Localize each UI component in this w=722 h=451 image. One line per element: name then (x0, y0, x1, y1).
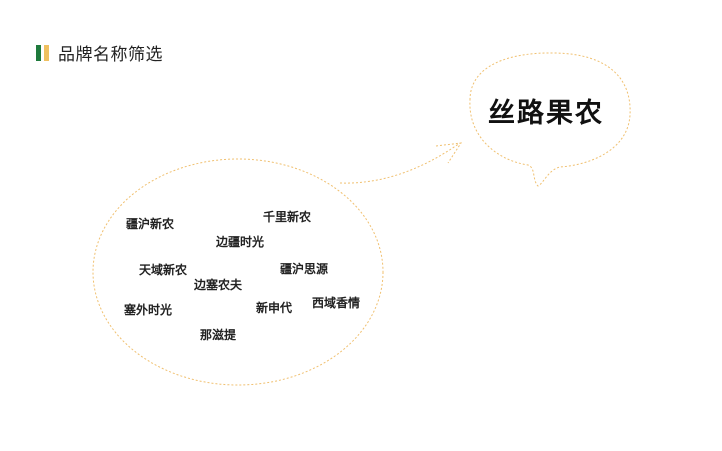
candidate-name: 边塞农夫 (194, 278, 243, 292)
selected-brand-name: 丝路果农 (488, 98, 604, 129)
accent-bar-yellow (44, 44, 49, 61)
candidate-name: 千里新农 (263, 210, 312, 224)
candidate-name: 疆沪思源 (280, 262, 329, 276)
candidate-name: 边疆时光 (216, 235, 265, 249)
arrow-head (435, 142, 463, 164)
candidate-name: 塞外时光 (124, 303, 173, 317)
candidate-name: 新申代 (256, 301, 293, 315)
section-header: 品牌名称筛选 (36, 40, 163, 65)
arrow-connector (339, 142, 461, 184)
candidate-name: 疆沪新农 (126, 217, 175, 231)
accent-bar-green (36, 44, 41, 61)
candidate-name: 天域新农 (139, 263, 188, 277)
selected-speech-bubble (469, 52, 631, 187)
page-title: 品牌名称筛选 (58, 45, 163, 65)
candidates-bubble (92, 158, 384, 386)
candidate-name: 西域香情 (312, 296, 361, 310)
candidate-name: 那滋提 (200, 328, 237, 342)
